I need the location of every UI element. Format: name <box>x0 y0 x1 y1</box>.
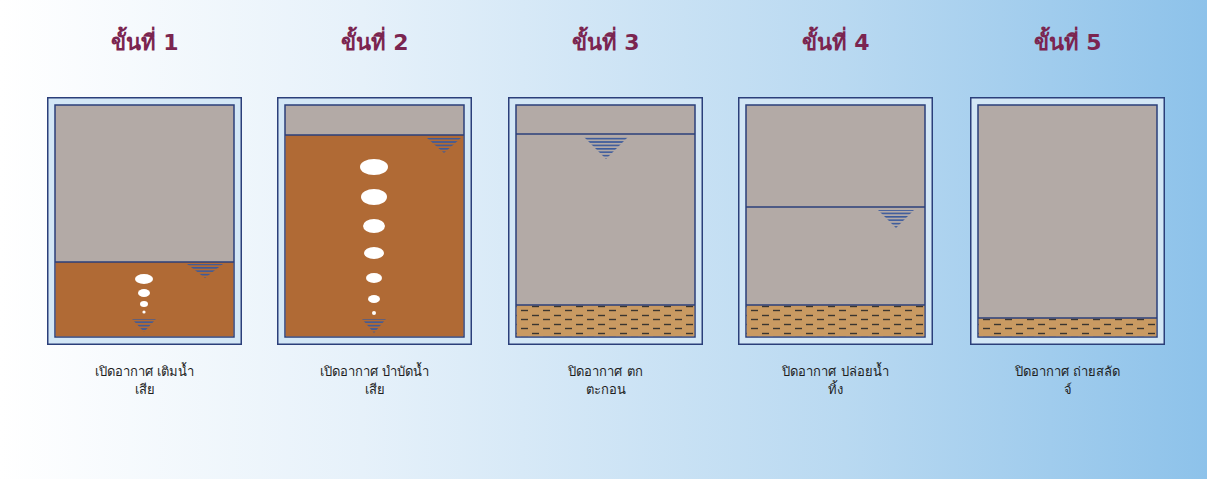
stage-heading: ขั้นที่ 1 <box>27 25 262 60</box>
tank-illustration <box>970 97 1165 345</box>
stage-heading: ขั้นที่ 4 <box>718 25 953 60</box>
stage-caption: ปิดอากาศ ปล่อยน้ำทิ้ง <box>780 363 892 399</box>
stage-heading: ขั้นที่ 3 <box>488 25 723 60</box>
stage-caption: ปิดอากาศ ตกตะกอน <box>550 363 662 399</box>
stage-heading: ขั้นที่ 2 <box>257 25 492 60</box>
tank-illustration <box>508 97 703 345</box>
stage-panel: ขั้นที่ 2เปิดอากาศ บำบัดน้ำเสีย <box>277 97 472 345</box>
tank-illustration <box>738 97 933 345</box>
stage-caption: ปิดอากาศ ถ่ายสลัดจ์ <box>1012 363 1124 399</box>
stage-panel: ขั้นที่ 1เปิดอากาศ เติมน้ำเสีย <box>47 97 242 345</box>
stage-panel: ขั้นที่ 5ปิดอากาศ ถ่ายสลัดจ์ <box>970 97 1165 345</box>
tank-illustration <box>47 97 242 345</box>
stage-caption: เปิดอากาศ บำบัดน้ำเสีย <box>319 363 431 399</box>
stage-caption: เปิดอากาศ เติมน้ำเสีย <box>89 363 201 399</box>
stage-panel: ขั้นที่ 4ปิดอากาศ ปล่อยน้ำทิ้ง <box>738 97 933 345</box>
tank-illustration <box>277 97 472 345</box>
stage-panel: ขั้นที่ 3ปิดอากาศ ตกตะกอน <box>508 97 703 345</box>
stage-heading: ขั้นที่ 5 <box>950 25 1185 60</box>
